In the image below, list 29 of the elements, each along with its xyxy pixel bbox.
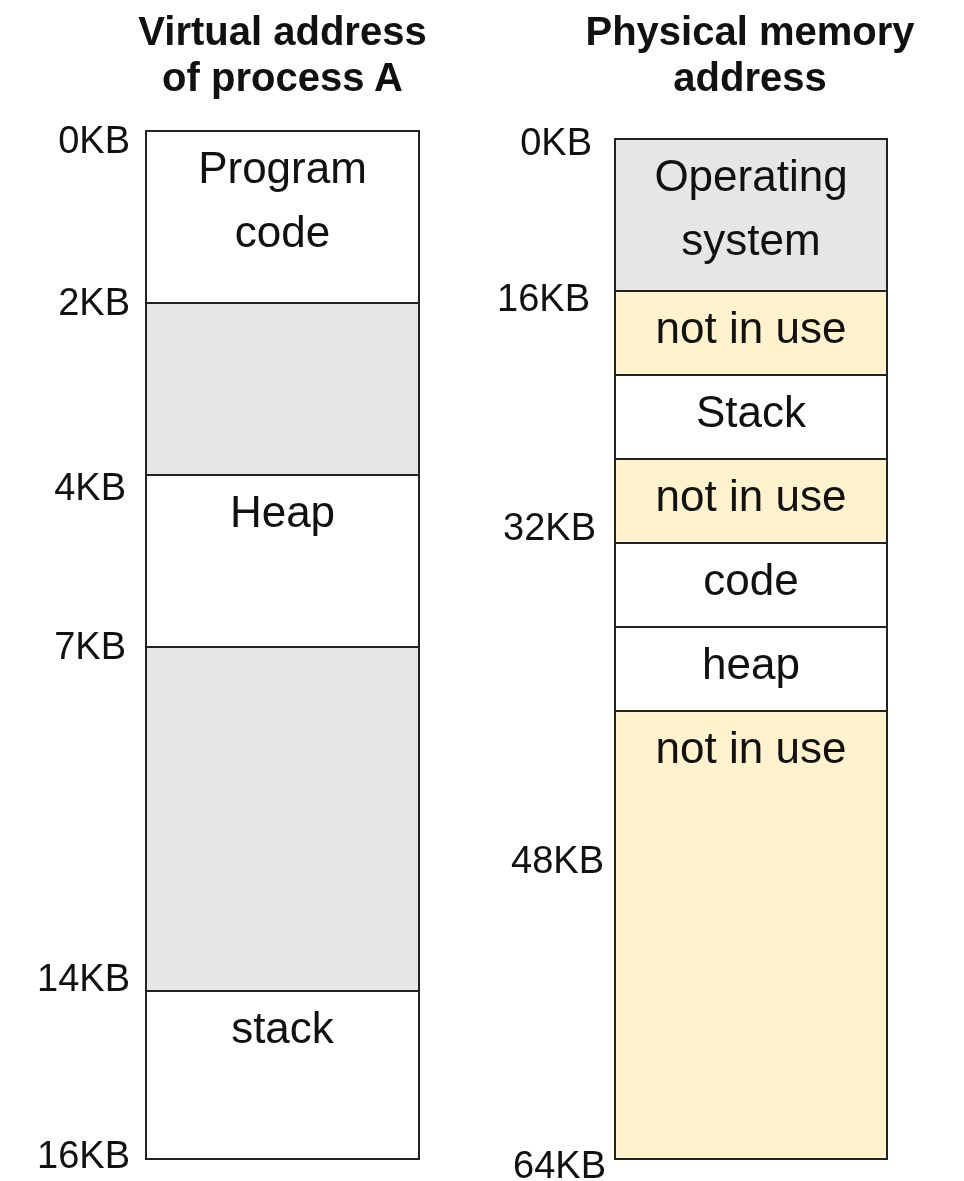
segment-label: Heap [228,486,337,538]
segment-label: Program code [197,142,368,258]
address-label: 16KB [497,276,590,320]
segment-label: heap [701,638,801,690]
address-label: 4KB [54,465,126,509]
address-label: 0KB [520,120,592,164]
column-heading: Virtual address of process A [137,8,428,100]
address-label: 0KB [58,118,130,162]
segment-label: stack [230,1002,335,1054]
memory-segment [616,712,886,1158]
column-heading: Physical memory address [584,8,916,100]
memory-segment [616,460,886,544]
memory-segment [147,648,418,992]
segment-label: not in use [654,470,848,522]
segment-label: not in use [654,302,848,354]
address-label: 16KB [37,1133,130,1177]
address-label: 32KB [503,505,596,549]
address-label: 14KB [37,956,130,1000]
memory-segment [616,140,886,292]
segment-label: code [702,554,800,606]
address-label: 64KB [513,1143,606,1181]
memory-segment [616,292,886,376]
memory-segment [147,304,418,476]
segment-label: Operating system [653,150,849,266]
address-label: 48KB [511,838,604,882]
segment-label: Stack [694,386,807,438]
segment-label: not in use [654,722,848,774]
address-label: 7KB [54,624,126,668]
address-label: 2KB [58,280,130,324]
